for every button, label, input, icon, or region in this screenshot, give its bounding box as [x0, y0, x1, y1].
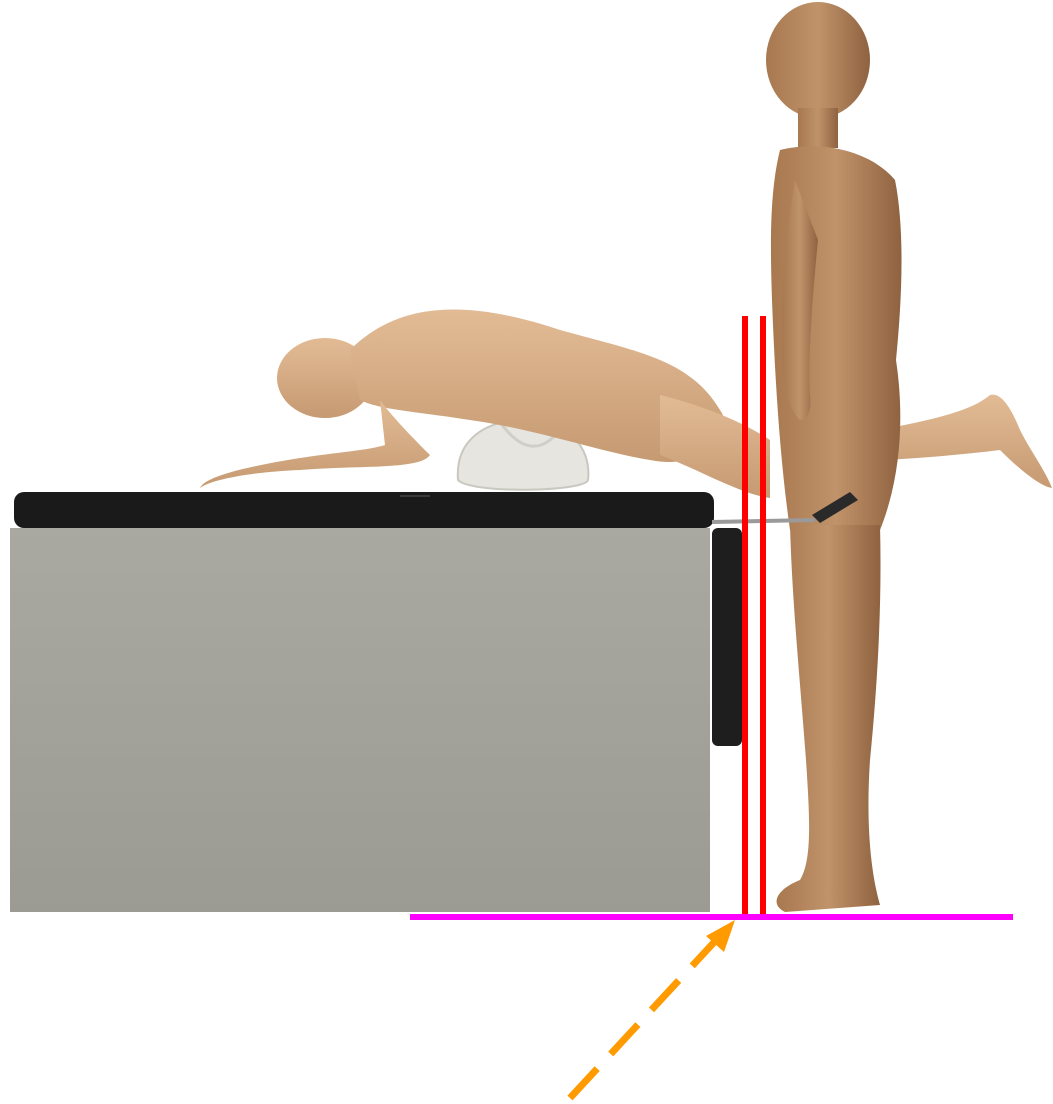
table-top-pad: [14, 492, 714, 528]
patient-raised-leg: [880, 395, 1052, 488]
table-body: [10, 528, 710, 912]
table-side-panel: [712, 528, 742, 746]
pointer-arrow-shaft: [570, 938, 718, 1098]
clinician-head: [766, 2, 870, 118]
treatment-table: [10, 492, 742, 912]
clinician-neck: [798, 108, 838, 148]
clinician-legs: [777, 525, 881, 912]
patient-figure: [200, 310, 1052, 498]
